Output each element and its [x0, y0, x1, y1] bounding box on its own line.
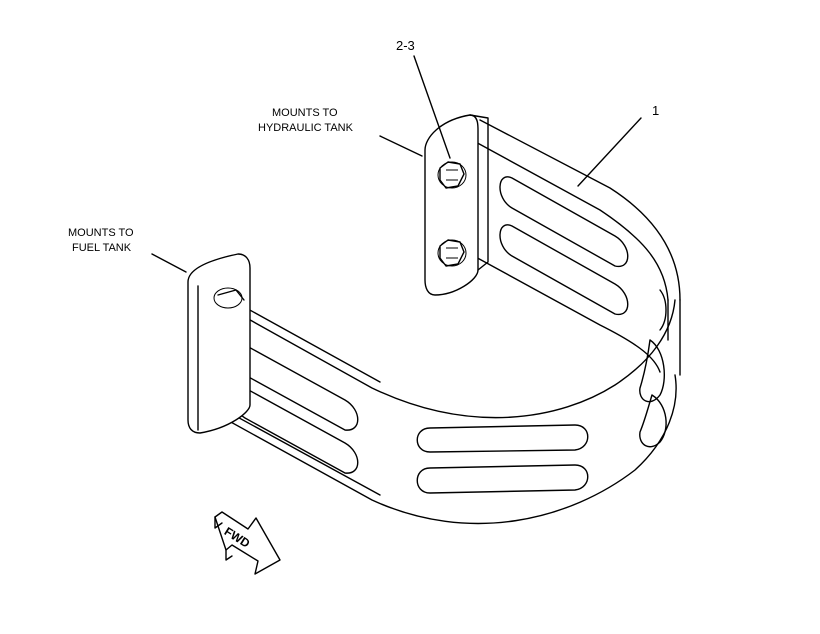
- hydraulic-label-line1: MOUNTS TO: [272, 107, 338, 119]
- leader-1: [577, 117, 642, 187]
- callout-2-3: 2-3: [396, 38, 415, 53]
- leader-hydraulic: [379, 135, 423, 157]
- front-bottom-slots: [416, 424, 589, 494]
- leader-fuel: [151, 253, 187, 273]
- strap-band: [199, 119, 681, 525]
- fwd-arrow: FWD: [214, 511, 281, 575]
- fuel-mount-plate: [187, 253, 251, 434]
- hydraulic-label-line2: HYDRAULIC TANK: [258, 122, 354, 134]
- hydraulic-mount-plate: [424, 114, 489, 296]
- callout-1: 1: [652, 103, 659, 118]
- right-slots: [639, 289, 667, 448]
- bolt-lower: [437, 239, 467, 267]
- leader-2-3: [413, 55, 451, 159]
- front-left-slots: [232, 343, 359, 474]
- leader-lines: [151, 55, 642, 273]
- fuel-label-line2: FUEL TANK: [72, 242, 132, 254]
- fuel-label-line1: MOUNTS TO: [68, 227, 134, 239]
- rear-slots: [499, 176, 629, 315]
- bolt-upper: [437, 161, 467, 189]
